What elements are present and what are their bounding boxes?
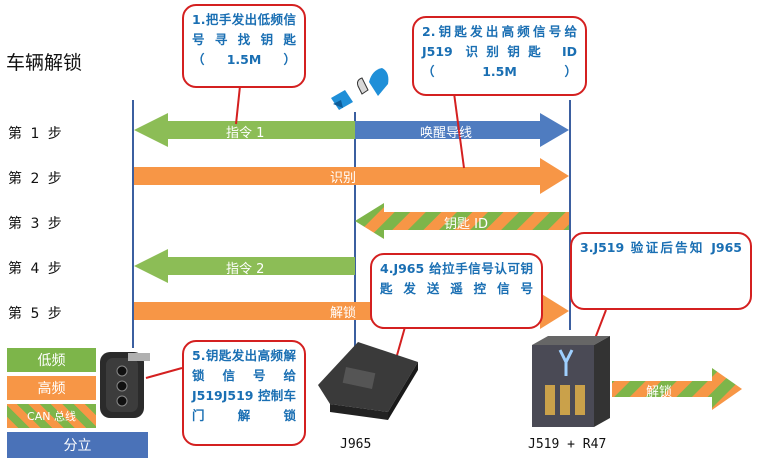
step-3-label: 第 3 步 [8,216,64,232]
step-4-label: 第 4 步 [8,261,64,277]
legend-discrete: 分立 [7,432,148,458]
callout2-pointer [453,92,465,169]
j519-module-icon [532,336,610,427]
callout-step2: 2.钥匙发出高频信号给 J519 识别钥匙 ID（1.5M） [412,16,587,96]
step-5-label: 第 5 步 [8,306,64,322]
page-title: 车辆解锁 [6,52,83,74]
callout-step4: 4.J965 给拉手信号认可钥匙发送遥控信号 [370,253,543,329]
j965-module-icon [318,342,418,420]
wake-wire-arrow [355,113,569,147]
identify-label: 识别 [330,171,357,186]
command2-label: 指令 2 [226,262,265,277]
legend-high-frequency: 高频 [7,376,96,400]
unlock-output-label: 解锁 [646,385,673,400]
key-id-arrow [355,203,569,239]
command1-label: 指令 1 [226,126,265,141]
callout-step5: 5.钥匙发出高频解锁信号给 J519J519 控制车门解锁 [182,340,306,446]
handle-timeline [132,100,134,348]
j519-label: J519 + R47 [528,437,607,452]
command1-arrow [134,113,355,147]
key-timeline [354,112,356,348]
command2-arrow [134,249,355,283]
step-2-label: 第 2 步 [8,171,64,187]
legend-low-frequency: 低频 [7,348,96,372]
wake-wire-label: 唤醒导线 [420,126,473,141]
j965-label: J965 [340,437,372,452]
callout-step3: 3.J519 验证后告知 J965 [570,232,752,310]
key-id-label: 钥匙 ID [444,217,488,232]
unlock-label: 解锁 [330,306,357,321]
step-1-label: 第 1 步 [8,126,64,142]
key-fob-icon [100,352,150,418]
callout1-pointer [235,85,241,125]
key-signal-icon [331,68,389,110]
j519-timeline [569,100,571,330]
callout5-pointer [145,367,183,379]
unlock-output-arrow [612,368,742,410]
callout-step1: 1.把手发出低频信号寻找钥匙（1.5M） [182,4,306,88]
identify-arrow [134,158,569,194]
legend-can-bus: CAN 总线 [7,404,96,428]
